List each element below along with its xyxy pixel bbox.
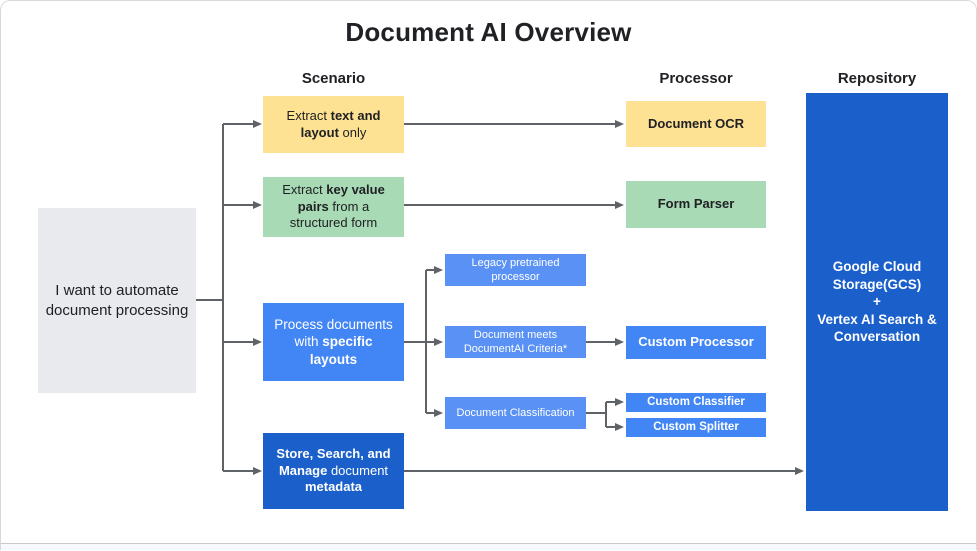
processor-document-ocr-label: Document OCR — [647, 115, 745, 131]
repository-plus: + — [873, 294, 881, 310]
processor-custom-splitter: Custom Splitter — [626, 418, 766, 437]
substep-legacy-pretrained-processor: Legacy pretrained processor — [445, 254, 586, 286]
column-header-processor: Processor — [659, 70, 733, 87]
processor-custom-processor-label: Custom Processor — [638, 334, 754, 350]
substep-legacy-pretrained-label: Legacy pretrained processor — [471, 256, 560, 283]
processor-form-parser: Form Parser — [626, 181, 766, 228]
repository-line-gcs: Google Cloud Storage(GCS) — [832, 259, 922, 292]
source-box-automate-document-processing: I want to automate document processing — [38, 208, 196, 393]
scenario-extract-key-value: Extract key value pairs from a structure… — [263, 177, 404, 237]
scenario-extract-text-layout: Extract text and layout only — [263, 96, 404, 153]
page-title: Document AI Overview — [345, 17, 632, 47]
column-header-scenario: Scenario — [301, 70, 366, 87]
processor-custom-classifier-label: Custom Classifier — [647, 396, 745, 409]
scenario-specific-layouts: Process documents with specific layouts — [263, 303, 404, 381]
substep-documentai-criteria-label: Document meets DocumentAI Criteria* — [463, 328, 568, 355]
column-header-repository: Repository — [837, 70, 917, 87]
scenario-extract-key-value-label: Extract key value pairs from a structure… — [282, 181, 385, 231]
repository-box-label: Google Cloud Storage(GCS) + Vertex AI Se… — [812, 258, 942, 346]
scenario-specific-layouts-label: Process documents with specific layouts — [274, 316, 393, 367]
substep-documentai-criteria: Document meets DocumentAI Criteria* — [445, 326, 586, 358]
bottom-strip — [1, 544, 976, 550]
repository-line-vertex: Vertex AI Search & Conversation — [817, 311, 937, 345]
scenario-extract-text-layout-label: Extract text and layout only — [286, 107, 381, 140]
repository-box: Google Cloud Storage(GCS) + Vertex AI Se… — [806, 93, 948, 511]
processor-custom-classifier: Custom Classifier — [626, 393, 766, 412]
scenario-store-search-manage-label: Store, Search, and Manage document metad… — [276, 445, 391, 495]
scenario-store-search-manage: Store, Search, and Manage document metad… — [263, 433, 404, 509]
processor-custom-splitter-label: Custom Splitter — [653, 421, 739, 434]
processor-document-ocr: Document OCR — [626, 101, 766, 147]
source-box-label: I want to automate document processing — [45, 282, 189, 319]
substep-document-classification: Document Classification — [445, 397, 586, 429]
processor-form-parser-label: Form Parser — [657, 196, 735, 212]
processor-custom-processor: Custom Processor — [626, 326, 766, 359]
substep-document-classification-label: Document Classification — [456, 406, 575, 419]
bottom-divider — [1, 543, 976, 544]
